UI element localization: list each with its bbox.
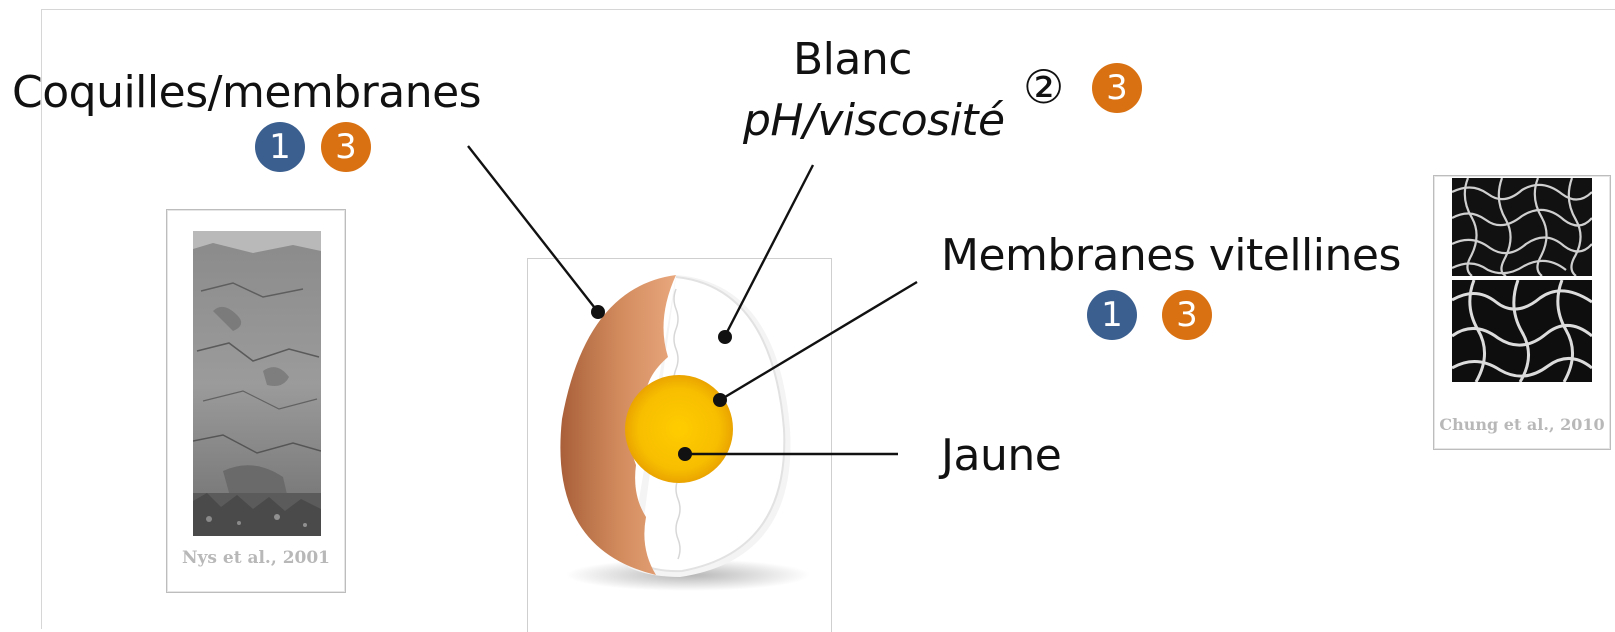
shell-badge-3: 3 (321, 122, 371, 172)
white-subtitle-label: pH/viscosité (743, 95, 1005, 146)
left-image-caption: Nys et al., 2001 (181, 548, 331, 568)
white-title-label: Blanc (793, 34, 912, 85)
slide-frame (41, 9, 1615, 629)
white-badge-3: 3 (1092, 63, 1142, 113)
shell-micrograph-card: Nys et al., 2001 (166, 209, 346, 593)
shell-badge-1: 1 (255, 122, 305, 172)
vitelline-label: Membranes vitellines (941, 230, 1401, 281)
shell-micrograph-image (193, 231, 321, 536)
yolk-label: Jaune (941, 430, 1062, 481)
membrane-micrograph-top (1452, 178, 1592, 276)
membrane-micrograph-bottom (1452, 280, 1592, 382)
vitelline-badge-1: 1 (1087, 290, 1137, 340)
white-circled-badge: ② (1023, 60, 1065, 114)
shell-pointer-dot (591, 305, 605, 319)
vitelline-badge-3: 3 (1162, 290, 1212, 340)
yolk-pointer-dot (678, 447, 692, 461)
shell-label: Coquilles/membranes (12, 67, 482, 118)
white-pointer-dot (718, 330, 732, 344)
egg-cross-section-image (560, 275, 810, 591)
vitelline-pointer-dot (713, 393, 727, 407)
egg-image-frame (527, 258, 832, 632)
membrane-micrograph-card: Chung et al., 2010 (1433, 175, 1611, 450)
right-image-caption: Chung et al., 2010 (1439, 415, 1605, 434)
